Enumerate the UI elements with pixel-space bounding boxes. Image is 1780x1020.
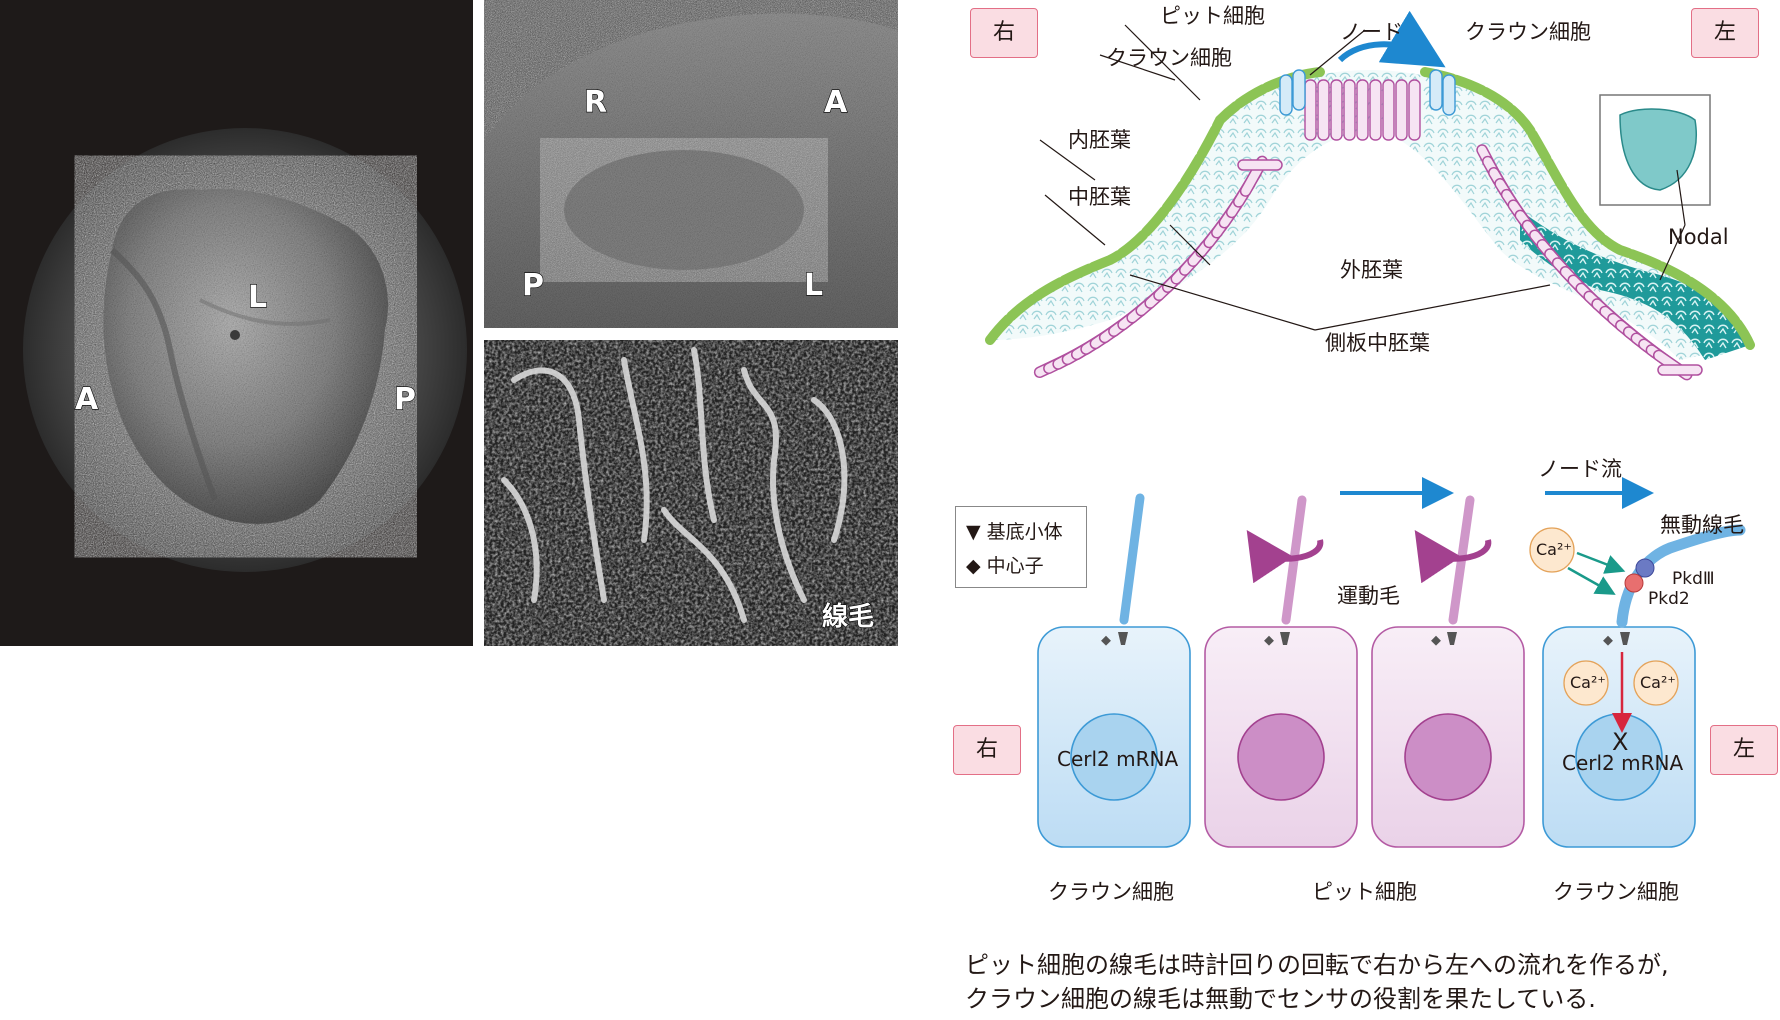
label-crown-cell-bottom-right: クラウン細胞 [1048, 880, 1174, 904]
embryo-label-center: L [247, 279, 268, 315]
node-closeup-sem-photo: R A P L [484, 0, 898, 328]
calcium-influx-arrow-2 [1567, 566, 1616, 595]
label-crown-cell-left: クラウン細胞 [1106, 46, 1232, 70]
node-label-top-right: A [823, 84, 848, 120]
pit-cell [1343, 79, 1356, 141]
embryo-label-right: P [393, 381, 416, 417]
label-immotile-cilia: 無動線毛 [1660, 513, 1744, 537]
label-nodal: Nodal [1668, 225, 1729, 249]
calcium-ion-outside [1529, 527, 1575, 573]
node-cross-section-diagram: 右 左 ピット細胞 ノード クラウン細胞 クラウン細胞 内胚葉 中胚葉 外胚葉 … [960, 0, 1780, 400]
pit-cell [1304, 79, 1317, 141]
pkd2-channel-icon [1624, 573, 1644, 593]
embryo-sem-photo: A P L [0, 0, 473, 646]
node-cross-section-svg [985, 10, 1755, 381]
label-pit-cell-bottom: ピット細胞 [1312, 880, 1417, 904]
cilia-mechanism-diagram: ▼ 基底小体 ◆ 中心子 右 左 ノード流 運動毛 無動線毛 PkdⅢ Pkd2… [950, 440, 1780, 920]
label-endoderm: 内胚葉 [1068, 128, 1131, 152]
label-crown-cell-right: クラウン細胞 [1465, 20, 1591, 44]
caption-line-1: ピット細胞の線毛は時計回りの回転で右から左への流れを作るが, [965, 951, 1669, 979]
label-cerl2-left: Cerl2 mRNA [1562, 751, 1684, 775]
rotation-arrow-1 [1246, 530, 1324, 584]
calcium-ion-inside-1 [1563, 660, 1609, 706]
label-calcium-inside-2: Ca²⁺ [1640, 673, 1676, 692]
legend-centriole: ◆ 中心子 [966, 551, 1044, 578]
node-flow-arc-arrow [1337, 10, 1446, 68]
rotation-arrow-2 [1414, 530, 1492, 584]
pit-cell [1408, 79, 1421, 141]
label-pkd2: Pkd2 [1648, 589, 1690, 609]
pit-cell [1330, 79, 1343, 141]
label-node: ノード [1340, 20, 1403, 44]
figure-caption: ピット細胞の線毛は時計回りの回転で右から左への流れを作るが, クラウン細胞の線毛… [965, 948, 1669, 1016]
centriole-icon [1431, 635, 1441, 646]
ectoderm-cell [1657, 364, 1703, 376]
crown-cell-right-nucleus [1070, 713, 1158, 801]
basal-body-icon: ▼ [966, 521, 981, 543]
label-node-flow: ノード流 [1538, 457, 1622, 481]
crown-cell [1292, 69, 1306, 111]
calcium-influx-arrow-1 [1576, 551, 1626, 574]
label-pkd3: PkdⅢ [1672, 569, 1715, 589]
legend-basal-body-label: 基底小体 [986, 521, 1063, 543]
legend-box: ▼ 基底小体 ◆ 中心子 [955, 506, 1087, 588]
label-pit-cell-top: ピット細胞 [1160, 4, 1265, 28]
label-lateral-plate: 側板中胚葉 [1325, 331, 1430, 355]
node-closeup-image [484, 0, 898, 328]
label-crown-cell-bottom-left: クラウン細胞 [1553, 880, 1679, 904]
label-cerl2-right: Cerl2 mRNA [1057, 747, 1179, 771]
embryo-label-left: A [74, 381, 99, 417]
crown-cell [1442, 74, 1456, 116]
basal-body-icon [1280, 632, 1290, 645]
immotile-cilium [1616, 524, 1746, 628]
basal-body-icon [1447, 632, 1457, 645]
caption-line-2: クラウン細胞の線毛は無動でセンサの役割を果たしている. [965, 985, 1596, 1013]
heart-icon [1619, 108, 1697, 191]
label-mesoderm: 中胚葉 [1068, 185, 1131, 209]
node-label-bottom-left: P [521, 267, 544, 303]
crown-right-cilium [1119, 493, 1145, 625]
bottom-tag-right: 右 [953, 725, 1021, 775]
pit-cell-2-nucleus [1404, 713, 1492, 801]
pit-cell [1382, 79, 1395, 141]
pit-cell [1356, 79, 1369, 141]
cilia-image [484, 340, 898, 646]
pit-cell [1317, 79, 1330, 141]
node-label-top-left: R [583, 84, 608, 120]
bottom-tag-left: 左 [1710, 725, 1778, 775]
basal-body-icon [1118, 632, 1128, 645]
centriole-icon [1603, 635, 1613, 646]
embryo-image [23, 128, 467, 572]
pit-cell [1395, 79, 1408, 141]
cilia-label: 線毛 [821, 601, 875, 632]
legend-basal-body: ▼ 基底小体 [966, 517, 1063, 544]
label-calcium-inside-1: Ca²⁺ [1570, 673, 1606, 692]
pit-cell [1369, 79, 1382, 141]
ectoderm-cell [1237, 159, 1283, 171]
crown-cell [1429, 69, 1443, 111]
pit-cell-1-nucleus [1237, 713, 1325, 801]
cilia-mechanism-svg [1037, 477, 1746, 848]
top-tag-right: 右 [970, 8, 1038, 58]
centriole-icon [1101, 635, 1111, 646]
label-motile-cilia: 運動毛 [1337, 584, 1400, 608]
centriole-icon: ◆ [966, 555, 981, 577]
label-ectoderm: 外胚葉 [1340, 258, 1403, 282]
centriole-icon [1264, 635, 1274, 646]
calcium-ion-inside-2 [1633, 660, 1679, 706]
node-label-bottom-right: L [803, 267, 824, 303]
pkd3-channel-icon [1635, 558, 1655, 578]
crown-cell [1279, 74, 1293, 116]
basal-body-icon [1620, 632, 1630, 645]
label-calcium-outside: Ca²⁺ [1536, 540, 1572, 559]
cilia-sem-photo: 線毛 [484, 340, 898, 646]
legend-centriole-label: 中心子 [986, 555, 1044, 577]
top-tag-left: 左 [1691, 8, 1759, 58]
label-x-mark: X [1612, 728, 1629, 756]
